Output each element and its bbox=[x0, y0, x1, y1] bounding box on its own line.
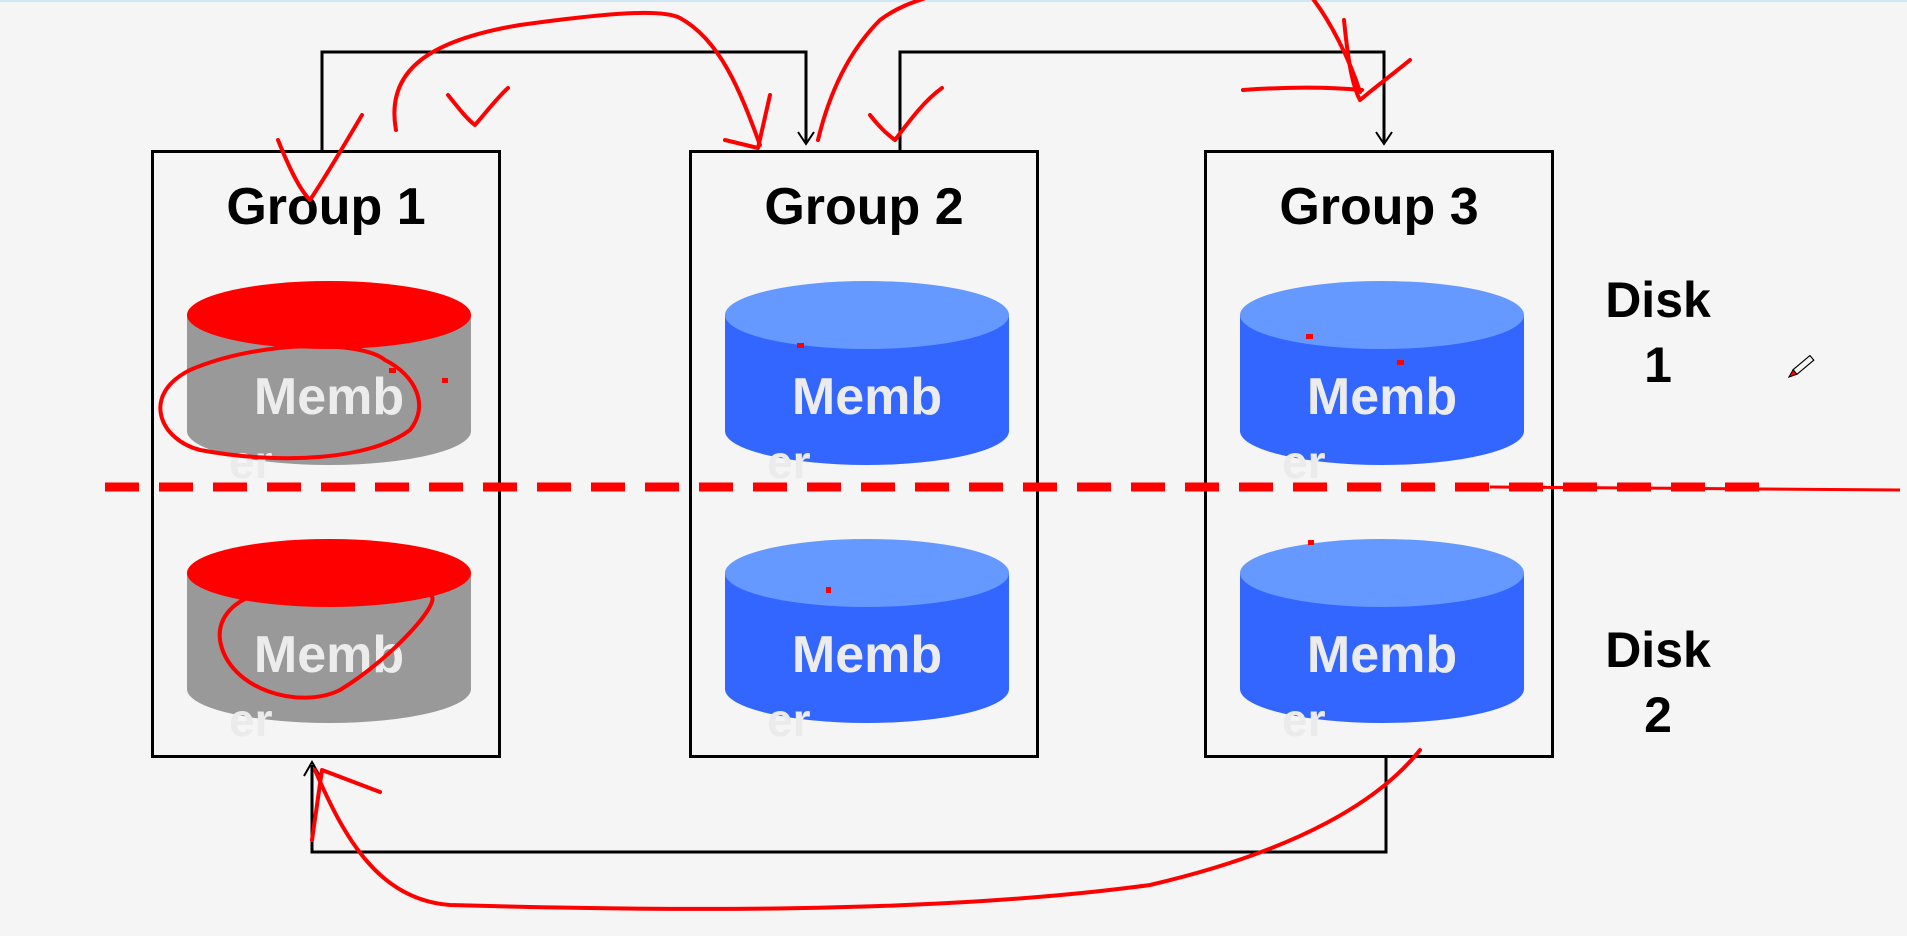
hand-arrow-top-3-head bbox=[1342, 18, 1412, 102]
arrowhead-group3 bbox=[1375, 131, 1393, 146]
disk-label-suffix: er bbox=[767, 694, 811, 746]
disk-2-label: Disk 2 bbox=[1588, 618, 1728, 748]
group-3-disk-1: Memb er bbox=[1240, 281, 1524, 485]
arrowhead-group2 bbox=[797, 131, 815, 146]
disk-label-suffix: er bbox=[1282, 694, 1326, 746]
connector-group1-to-group2 bbox=[320, 50, 808, 150]
hand-check-2 bbox=[446, 86, 510, 127]
connector-group3-to-group1 bbox=[310, 758, 1388, 854]
group-2-disk-1: Memb er bbox=[725, 281, 1009, 485]
hand-arrow-bottom-head bbox=[310, 768, 382, 842]
hand-arrow-top-3-b bbox=[1241, 85, 1364, 92]
group-2-disk-2: Memb er bbox=[725, 539, 1009, 743]
disk-label: Memb bbox=[1306, 626, 1458, 684]
group-3-box: Group 3 Memb er Memb er bbox=[1204, 150, 1554, 758]
pen-cursor-icon bbox=[1787, 354, 1815, 379]
hand-check-1 bbox=[276, 113, 364, 202]
group-1-disk-2: Memb er bbox=[187, 539, 471, 743]
disk-2-label-line2: 2 bbox=[1644, 687, 1672, 743]
group-3-disk-2: Memb er bbox=[1240, 539, 1524, 743]
disk-label: Memb bbox=[253, 626, 405, 684]
disk-1-label-line1: Disk bbox=[1605, 272, 1711, 328]
hand-circle-disk-1 bbox=[158, 344, 422, 461]
disk-1-label: Disk 1 bbox=[1588, 268, 1728, 398]
hand-arrow-top-1-head bbox=[723, 93, 772, 150]
disk-label-suffix: er bbox=[1282, 436, 1326, 488]
disk-label-suffix: er bbox=[767, 436, 811, 488]
disk-label: Memb bbox=[791, 368, 943, 426]
connector-group2-to-group3 bbox=[898, 50, 1386, 150]
group-3-title: Group 3 bbox=[1279, 178, 1479, 236]
top-border bbox=[0, 0, 1907, 2]
disk-label-suffix: er bbox=[229, 694, 273, 746]
disk-1-label-line2: 1 bbox=[1644, 337, 1672, 393]
disk-label: Memb bbox=[1306, 368, 1458, 426]
disk-label: Memb bbox=[791, 626, 943, 684]
disk-2-label-line1: Disk bbox=[1605, 622, 1711, 678]
disk-label: Memb bbox=[253, 368, 405, 426]
hand-arrow-top-1 bbox=[392, 10, 762, 147]
hand-arrow-top-2 bbox=[816, 0, 927, 142]
group-2-title: Group 2 bbox=[764, 178, 964, 236]
divider-extension-stroke bbox=[1489, 485, 1901, 492]
disk-label-suffix: er bbox=[229, 436, 273, 488]
hand-arrow-bottom bbox=[313, 748, 1422, 911]
group-1-box: Group 1 Memb er Memb er bbox=[151, 150, 501, 758]
hand-check-3 bbox=[868, 86, 944, 142]
group-1-title: Group 1 bbox=[226, 178, 426, 236]
group-2-box: Group 2 Memb er Memb er bbox=[689, 150, 1039, 758]
hand-circle-disk-2 bbox=[217, 585, 435, 700]
hand-arrow-top-3 bbox=[1311, 0, 1362, 94]
